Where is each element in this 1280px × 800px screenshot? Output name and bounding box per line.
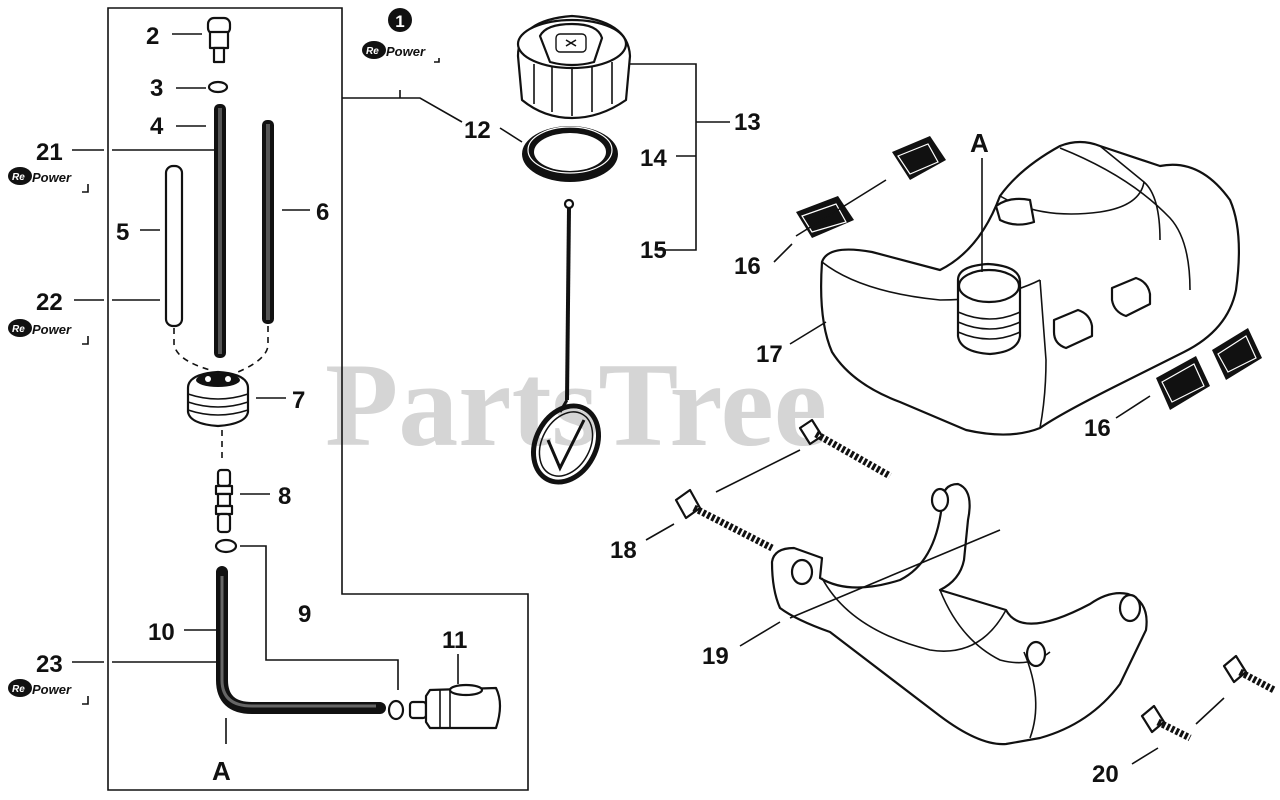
callout-22: 22 xyxy=(36,289,63,316)
leader-lines xyxy=(72,33,1225,765)
svg-text:Power: Power xyxy=(32,682,72,697)
svg-text:Re: Re xyxy=(12,324,25,335)
callout-16-top: 16 xyxy=(734,253,761,280)
repower-logo: Re Power xyxy=(362,41,440,63)
part-14-cap-gasket xyxy=(522,126,618,182)
callout-23: 23 xyxy=(36,651,63,678)
callout-12: 12 xyxy=(464,117,491,144)
callout-18: 18 xyxy=(610,537,637,564)
callout-20: 20 xyxy=(1092,761,1119,788)
callout-2: 2 xyxy=(146,23,159,50)
part-3-o-ring xyxy=(207,80,229,94)
ref-a-top: A xyxy=(970,128,989,158)
repower-logo: Re Power xyxy=(8,319,89,345)
part-19-tank-bracket xyxy=(770,482,1148,746)
svg-text:Power: Power xyxy=(32,322,72,337)
bracket-13 xyxy=(630,63,730,251)
callout-19: 19 xyxy=(702,643,729,670)
callout-14: 14 xyxy=(640,145,667,172)
callout-8: 8 xyxy=(278,483,291,510)
part-9-filter-o-ring xyxy=(387,699,405,721)
part-16-grommet-bottom xyxy=(1156,328,1262,410)
callout-4: 4 xyxy=(150,113,164,140)
callout-15: 15 xyxy=(640,237,667,264)
part-10-fuel-line xyxy=(216,566,386,714)
repower-logo: Re Power xyxy=(8,679,89,705)
part-13-fuel-cap xyxy=(516,14,632,120)
svg-text:Power: Power xyxy=(32,170,72,185)
part-9-o-ring xyxy=(214,538,238,554)
kit-bracket xyxy=(342,90,463,123)
part-11-fuel-filter xyxy=(408,683,502,730)
kit-boundary xyxy=(107,7,529,791)
part-5-pipe xyxy=(164,164,184,328)
callout-10: 10 xyxy=(148,619,175,646)
svg-text:Re: Re xyxy=(12,684,25,695)
callout-3: 3 xyxy=(150,75,163,102)
repower-logo: Re Power xyxy=(8,167,89,193)
callout-5: 5 xyxy=(116,219,129,246)
kit-badge: 1 xyxy=(388,8,412,32)
svg-text:Re: Re xyxy=(366,46,379,57)
part-17-fuel-tank xyxy=(820,140,1240,436)
callout-17: 17 xyxy=(756,341,783,368)
callout-7: 7 xyxy=(292,387,305,414)
svg-text:Re: Re xyxy=(12,172,25,183)
part-7-grommet xyxy=(186,370,250,428)
part-18-screw xyxy=(674,418,892,552)
callout-16-bottom: 16 xyxy=(1084,415,1111,442)
part-2-vent-fitting xyxy=(206,16,232,64)
svg-text:Power: Power xyxy=(386,44,426,59)
part-20-screw xyxy=(1140,654,1276,742)
callout-6: 6 xyxy=(316,199,329,226)
callout-13: 13 xyxy=(734,109,761,136)
callout-21: 21 xyxy=(36,139,63,166)
svg-text:1: 1 xyxy=(395,12,404,31)
callout-9: 9 xyxy=(298,601,311,628)
callout-11: 11 xyxy=(442,627,467,654)
ref-a-bottom: A xyxy=(212,756,231,786)
part-8-connector xyxy=(214,468,234,534)
part-15-cap-tether xyxy=(531,198,601,485)
